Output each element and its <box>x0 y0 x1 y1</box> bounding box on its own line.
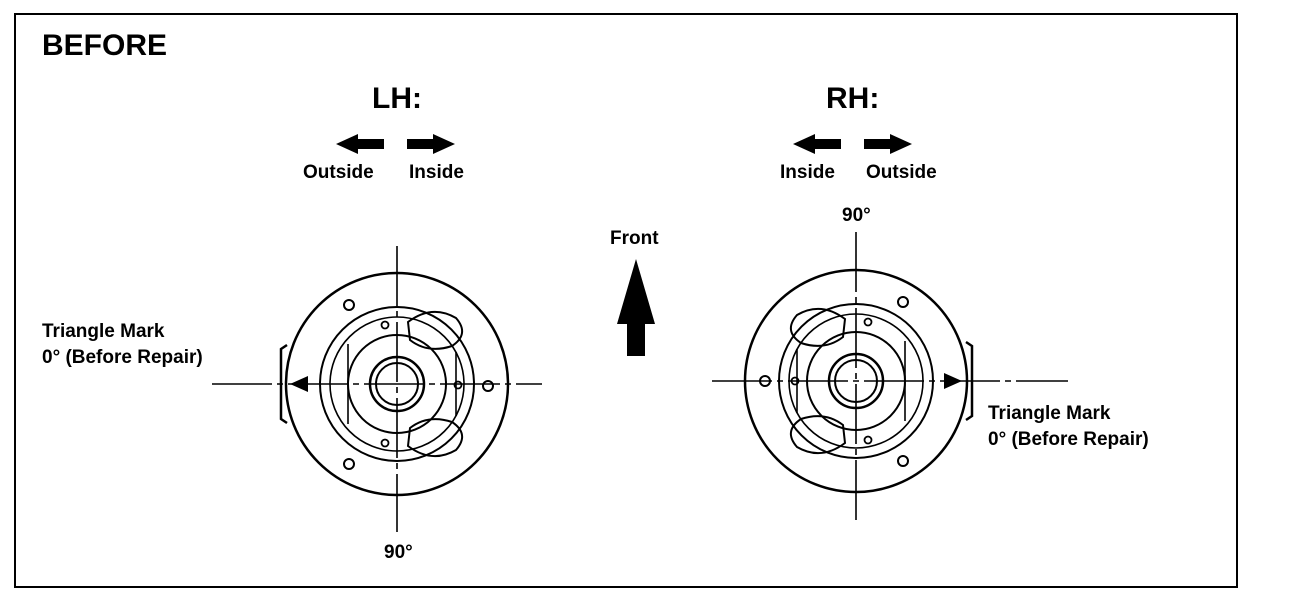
lh-inside-label: Inside <box>409 162 464 183</box>
rh-before-repair-label: 0° (Before Repair) <box>988 429 1149 450</box>
lh-before-repair-label: 0° (Before Repair) <box>42 347 203 368</box>
front-label: Front <box>610 228 659 249</box>
rh-heading: RH: <box>826 82 880 115</box>
lh-outside-arrow-icon <box>336 134 384 154</box>
rh-outside-label: Outside <box>866 162 937 183</box>
rh-inside-arrow-icon <box>793 134 841 154</box>
front-arrow-icon <box>617 259 655 356</box>
lh-triangle-mark-label: Triangle Mark <box>42 321 165 342</box>
rh-outside-arrow-icon <box>864 134 912 154</box>
lh-90-degree-label: 90° <box>384 542 413 563</box>
rh-triangle-mark-icon <box>944 373 962 389</box>
lh-inside-arrow-icon <box>407 134 455 154</box>
lh-wheel-hub-drawing <box>212 246 542 532</box>
lh-heading: LH: <box>372 82 422 115</box>
rh-triangle-mark-label: Triangle Mark <box>988 403 1111 424</box>
lh-triangle-mark-icon <box>290 376 308 392</box>
diagram-frame <box>14 13 1238 588</box>
rh-90-degree-label: 90° <box>842 205 871 226</box>
lh-outside-label: Outside <box>303 162 374 183</box>
rh-wheel-hub-drawing <box>712 232 1068 524</box>
rh-inside-label: Inside <box>780 162 835 183</box>
diagram-title: BEFORE <box>42 29 168 62</box>
